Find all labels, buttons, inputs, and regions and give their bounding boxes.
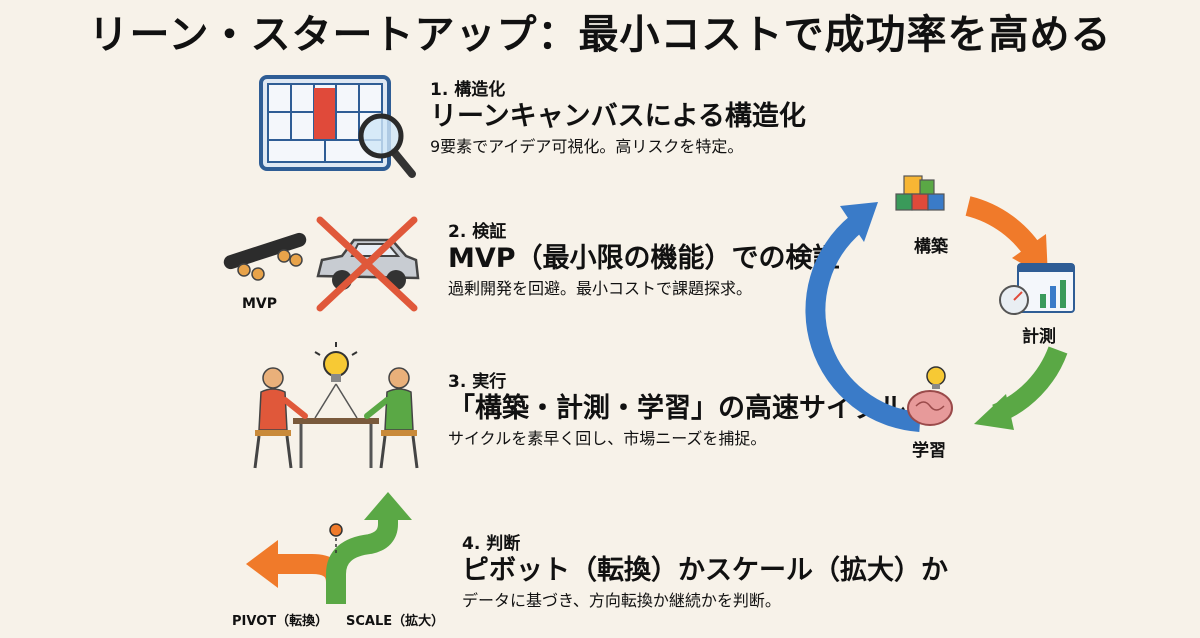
cubes-icon: [895, 175, 945, 211]
car-icon: [316, 216, 420, 312]
gauge-chart-icon: [999, 263, 1075, 315]
step-heading: ピボット（転換）かスケール（拡大）か: [462, 555, 948, 586]
cycle-diagram: [805, 175, 1075, 432]
learn-to-build-arrow: [805, 216, 921, 432]
step-number: 2. 検証: [448, 222, 507, 242]
pivot-label: PIVOT（転換）: [232, 614, 329, 629]
step-number: 4. 判断: [462, 534, 521, 554]
lightbulb-icon: [314, 342, 358, 382]
page-title: リーン・スタートアップ：最小コストで成功率を高める: [88, 12, 1112, 58]
mvp-label: MVP: [242, 296, 278, 312]
step-execute: 3. 実行 「構築・計測・学習」の高速サイクル サイクルを素早く回し、市場ニーズ…: [448, 372, 906, 450]
cross-icon: [316, 216, 418, 312]
fork-arrow-icon: [246, 492, 412, 604]
step-heading: リーンキャンバスによる構造化: [430, 101, 806, 132]
step-description: 9要素でアイデア可視化。高リスクを特定。: [430, 137, 744, 156]
step-heading: 「構築・計測・学習」の高速サイクル: [448, 393, 906, 424]
step-number: 1. 構造化: [430, 80, 506, 100]
step-decide: 4. 判断 ピボット（転換）かスケール（拡大）か データに基づき、方向転換か継続…: [462, 534, 948, 612]
skateboard-icon: [223, 232, 307, 281]
step-description: データに基づき、方向転換か継続かを判断。: [462, 591, 781, 610]
step-number: 3. 実行: [448, 372, 507, 392]
magnifier-icon: [358, 113, 416, 178]
cycle-measure-label: 計測: [1022, 327, 1056, 347]
step-structure: 1. 構造化 リーンキャンバスによる構造化 9要素でアイデア可視化。高リスクを特…: [430, 80, 806, 158]
step-verify: 2. 検証 MVP（最小限の機能）での検証 過剰開発を回避。最小コストで課題探求…: [448, 222, 840, 300]
cycle-learn-label: 学習: [912, 441, 946, 461]
scale-label: SCALE（拡大）: [346, 614, 445, 629]
lean-canvas-icon: [259, 75, 416, 178]
brain-icon: [907, 366, 953, 426]
cycle-build-label: 構築: [914, 237, 948, 257]
step-description: 過剰開発を回避。最小コストで課題探求。: [448, 279, 753, 298]
people-meeting-icon: [253, 342, 419, 469]
step-description: サイクルを素早く回し、市場ニーズを捕捉。: [448, 429, 767, 448]
step-heading: MVP（最小限の機能）での検証: [448, 243, 840, 274]
